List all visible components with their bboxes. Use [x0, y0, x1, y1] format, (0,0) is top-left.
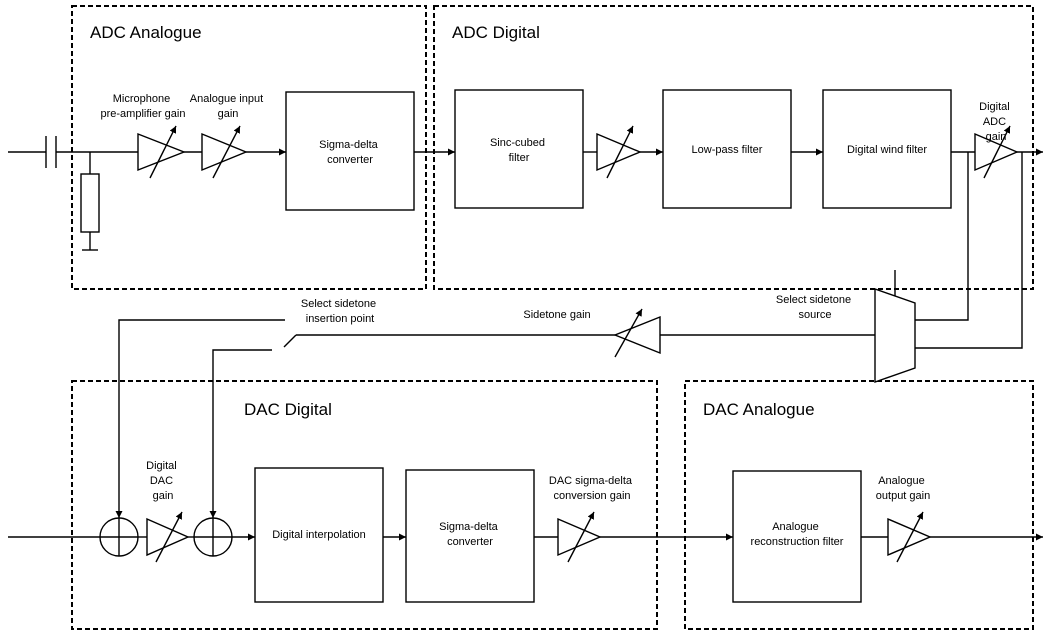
adc-digital-frame	[433, 5, 1034, 290]
adc-analogue-frame	[71, 5, 427, 290]
mic-preamp-variable-arrow	[149, 125, 177, 179]
mic-preamp-amplifier-icon	[137, 132, 186, 172]
analogue-output-amplifier-icon	[887, 517, 932, 557]
select-insertion-point-label: Select sidetone insertion point	[301, 298, 379, 325]
adc-digital-amplifier-icon	[596, 132, 642, 172]
analogue-output-variable-arrow	[896, 511, 924, 563]
insertion-line-post-dac-gain	[209, 349, 272, 518]
reconstruction-filter-block	[732, 470, 862, 603]
adc-sigma-delta-block	[285, 91, 415, 211]
digital-dac-amplifier-icon	[146, 517, 190, 557]
dac-sigma-delta-label: Sigma-delta converter	[439, 521, 501, 548]
dac-analogue-title: DAC Analogue	[703, 400, 815, 419]
dac-sigma-delta-block	[405, 469, 535, 603]
adc-sigma-delta-label: Sigma-delta converter	[319, 139, 381, 166]
analogue-input-amplifier-icon	[201, 132, 248, 172]
adc-digital-title: ADC Digital	[452, 23, 540, 42]
dac-conversion-gain-label: DAC sigma-delta conversion gain	[549, 475, 635, 502]
dac-analogue-frame	[684, 380, 1034, 630]
digital-wind-filter-block	[822, 89, 952, 209]
dac-digital-frame	[71, 380, 658, 630]
sidetone-tap-post-gain	[915, 152, 1023, 349]
resistor-icon	[80, 173, 100, 233]
mic-preamp-gain-label: Microphone pre-amplifier gain	[101, 93, 186, 120]
digital-interpolation-block	[254, 467, 384, 603]
adc-analogue-title: ADC Analogue	[90, 23, 202, 42]
dac-conversion-amplifier-icon	[557, 517, 602, 557]
insertion-line-pre-dac-gain	[115, 319, 285, 518]
analogue-input-gain-label: Analogue input gain	[190, 93, 266, 120]
sidetone-variable-arrow	[614, 308, 643, 358]
digital-adc-gain-label: Digital ADC gain	[979, 101, 1013, 143]
sinc-cubed-filter-block	[454, 89, 584, 209]
sidetone-amplifier-icon	[613, 315, 661, 355]
analogue-input-variable-arrow	[212, 125, 241, 179]
insertion-switch-blade	[283, 334, 297, 348]
low-pass-filter-label: Low-pass filter	[692, 144, 763, 156]
select-sidetone-source-label: Select sidetone source	[776, 294, 854, 321]
digital-wind-filter-label: Digital wind filter	[847, 144, 927, 156]
digital-adc-variable-arrow	[983, 125, 1011, 179]
dac-conversion-variable-arrow	[567, 511, 595, 563]
low-pass-filter-block	[662, 89, 792, 209]
digital-interpolation-label: Digital interpolation	[272, 529, 366, 541]
sidetone-source-mux-icon	[874, 288, 916, 383]
digital-dac-variable-arrow	[155, 511, 183, 563]
sidetone-tap-pre-gain	[915, 152, 969, 321]
dac-digital-title: DAC Digital	[244, 400, 332, 419]
sidetone-gain-label: Sidetone gain	[523, 309, 590, 321]
adc-digital-variable-arrow	[606, 125, 634, 179]
sinc-cubed-filter-label: Sinc-cubed filter	[490, 137, 548, 164]
analogue-output-gain-label: Analogue output gain	[876, 475, 930, 502]
reconstruction-filter-label: Analogue reconstruction filter	[751, 521, 844, 548]
digital-adc-amplifier-icon	[974, 132, 1019, 172]
digital-dac-gain-label: Digital DAC gain	[146, 460, 180, 502]
